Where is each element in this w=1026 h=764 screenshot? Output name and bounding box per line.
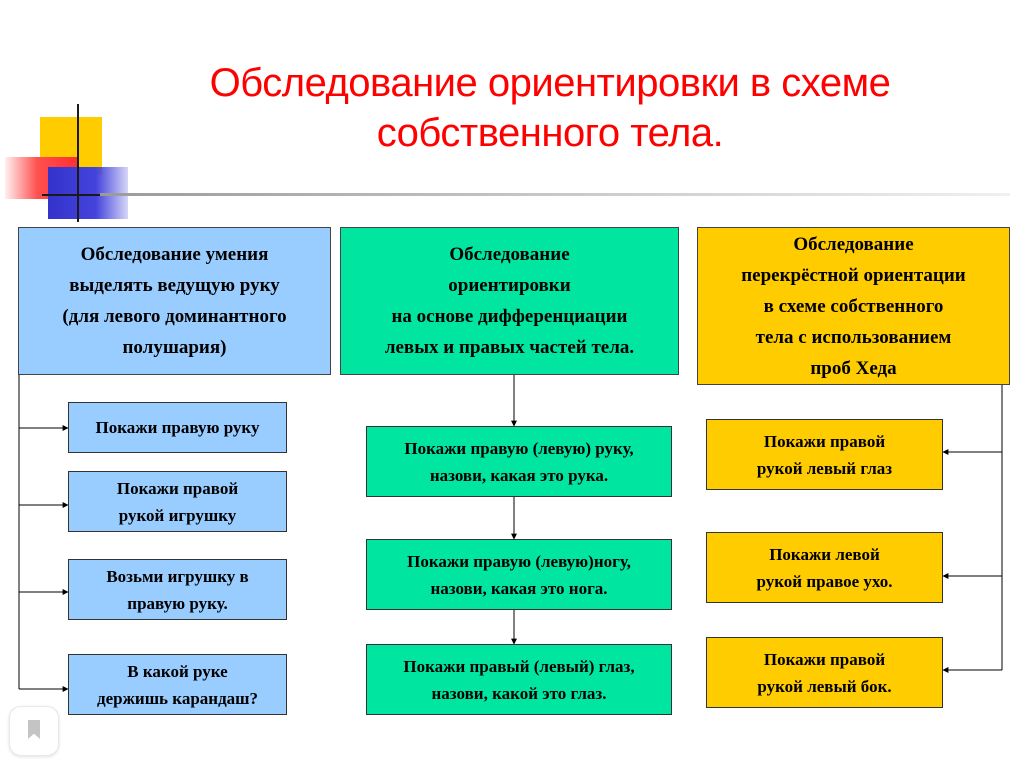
- left-item-2: Покажи правой рукой игрушку: [68, 471, 287, 532]
- logo-horizontal-line: [42, 194, 130, 196]
- title-line-2: собственного тела.: [376, 111, 724, 155]
- bookmark-icon: [28, 720, 40, 739]
- mid-item-3: Покажи правый (левый) глаз, назови, како…: [366, 644, 672, 715]
- left-item-1: Покажи правую руку: [68, 402, 287, 453]
- mid-item-1: Покажи правую (левую) руку, назови, кака…: [366, 426, 672, 497]
- page-title: Обследование ориентировки в схеме собств…: [110, 58, 990, 158]
- logo-vertical-line: [77, 104, 79, 222]
- mid-item-2: Покажи правую (левую)ногу, назови, какая…: [366, 539, 672, 610]
- title-underline: [100, 193, 1010, 196]
- header-left-right-differentiation: Обследование ориентировки на основе дифф…: [340, 227, 679, 375]
- right-item-1: Покажи правой рукой левый глаз: [706, 419, 943, 490]
- right-item-3: Покажи правой рукой левый бок.: [706, 637, 943, 708]
- title-line-1: Обследование ориентировки в схеме: [209, 61, 891, 105]
- left-item-3: Возьми игрушку в правую руку.: [68, 559, 287, 620]
- left-item-4: В какой руке держишь карандаш?: [68, 654, 287, 715]
- header-leading-hand: Обследование умения выделять ведущую рук…: [18, 227, 331, 375]
- right-item-2: Покажи левой рукой правое ухо.: [706, 532, 943, 603]
- bookmark-button[interactable]: [9, 706, 59, 756]
- header-cross-orientation: Обследование перекрёстной ориентации в с…: [697, 227, 1010, 385]
